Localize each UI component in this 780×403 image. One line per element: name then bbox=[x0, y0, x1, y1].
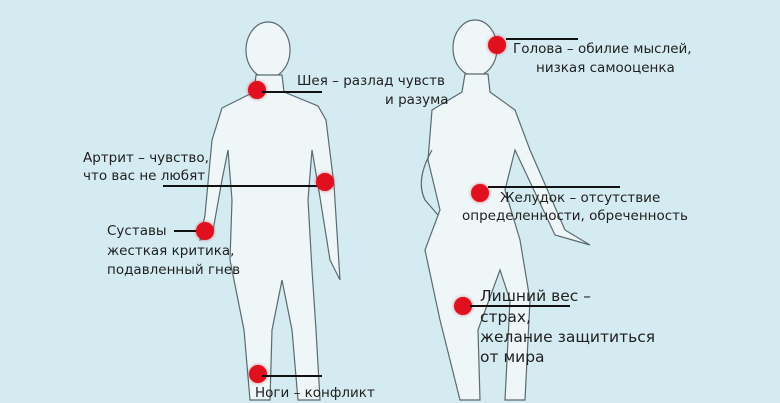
weight-label-line3: желание защититься bbox=[480, 328, 656, 346]
legs-label-line1: Ноги – конфликт bbox=[255, 385, 375, 401]
weight-marker bbox=[454, 297, 472, 315]
head-leader-line bbox=[506, 38, 578, 40]
head-label-line2: низкая самооценка bbox=[536, 60, 675, 76]
weight-label-line2: страх, bbox=[480, 308, 531, 326]
stomach-marker bbox=[471, 184, 489, 202]
stomach-label-line1: Желудок – отсутствие bbox=[500, 190, 661, 206]
arthritis-marker bbox=[316, 173, 334, 191]
joints-label-line2: жесткая критика, bbox=[107, 243, 235, 259]
weight-label-line4: от мира bbox=[480, 348, 545, 366]
arthritis-label-line2: что вас не любят bbox=[83, 168, 206, 184]
neck-label-line1: Шея – разлад чувств bbox=[297, 73, 445, 89]
female-figure bbox=[420, 19, 591, 401]
arthritis-label-line1: Артрит – чувство, bbox=[83, 150, 209, 166]
legs-marker bbox=[249, 365, 267, 383]
neck-label-line2: и разума bbox=[385, 92, 449, 108]
weight-label-line1: Лишний вес – bbox=[480, 287, 591, 305]
head-label-line1: Голова – обилие мыслей, bbox=[513, 41, 692, 57]
weight-leader-line bbox=[470, 305, 570, 307]
neck-marker bbox=[248, 81, 266, 99]
joints-label-line1: Суставы bbox=[107, 223, 167, 239]
arthritis-leader-line bbox=[163, 185, 321, 187]
stomach-leader-line bbox=[488, 186, 620, 188]
joints-leader-line bbox=[174, 230, 200, 232]
neck-leader-line bbox=[262, 91, 322, 93]
stomach-label-line2: определенности, обреченность bbox=[462, 208, 688, 224]
legs-leader-line bbox=[262, 375, 322, 377]
head-marker bbox=[488, 36, 506, 54]
joints-label-line3: подавленный гнев bbox=[107, 262, 241, 278]
joints-marker bbox=[196, 222, 214, 240]
